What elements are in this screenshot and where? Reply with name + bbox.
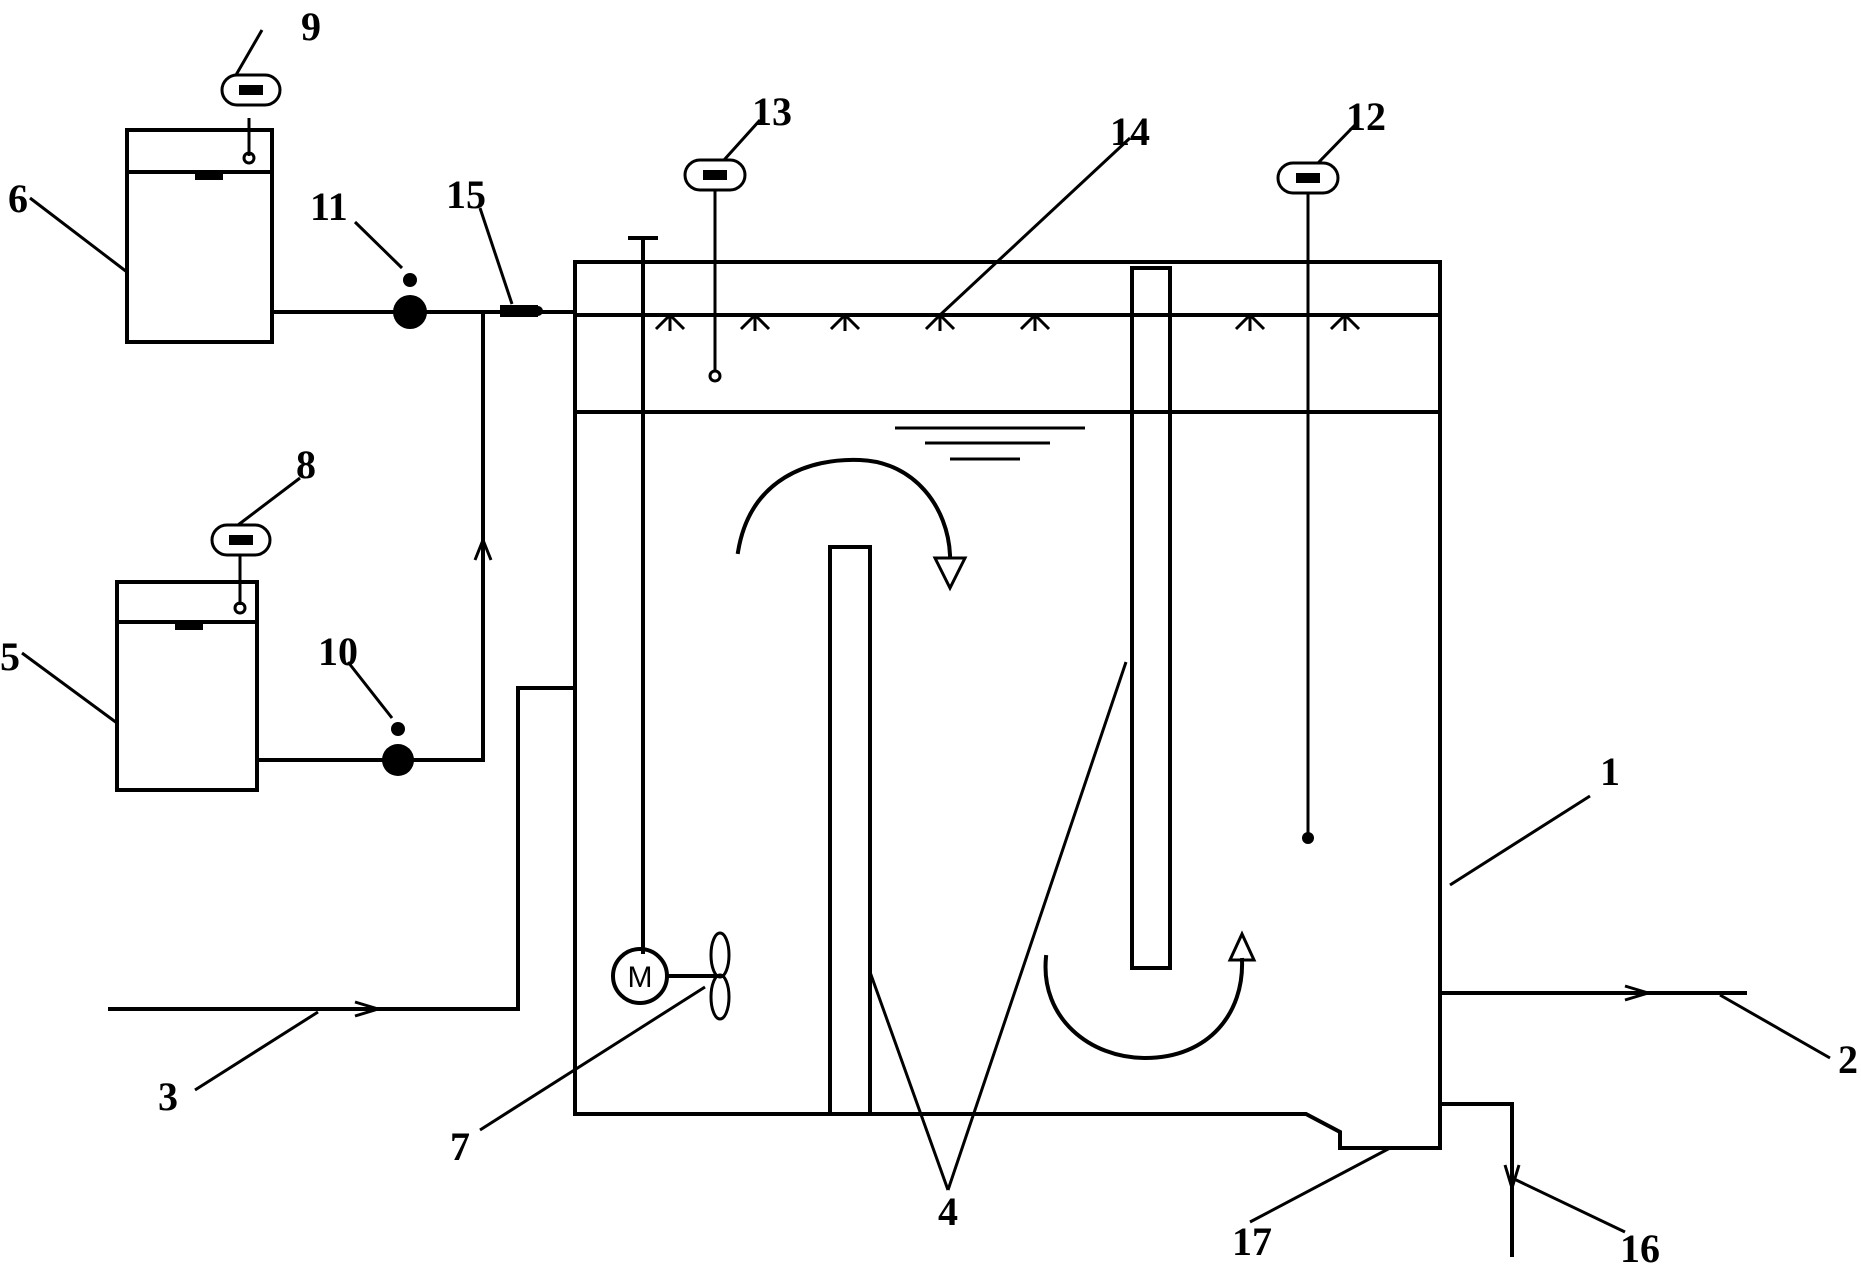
dosing-tank-6 <box>125 73 282 344</box>
label-4: 4 <box>938 1189 958 1234</box>
dosing-tank-5 <box>115 523 272 792</box>
propeller-icon <box>709 931 731 979</box>
upper-baffle <box>1130 266 1172 970</box>
label-2: 2 <box>1838 1037 1858 1082</box>
label-7: 7 <box>450 1124 470 1169</box>
label-8: 8 <box>296 442 316 487</box>
dosing-line-lower <box>255 310 485 762</box>
label-17: 17 <box>1232 1219 1272 1264</box>
label-5: 5 <box>0 634 20 679</box>
spray-nozzles <box>654 313 1361 331</box>
label-10: 10 <box>318 629 358 674</box>
label-1: 1 <box>1600 749 1620 794</box>
level-sensor-9 <box>220 73 282 107</box>
label-14: 14 <box>1110 109 1150 154</box>
lower-baffle <box>828 545 872 1116</box>
sludge-pipe <box>1438 1102 1514 1257</box>
water-level-mark <box>895 426 1085 461</box>
level-sensor-8 <box>210 523 272 557</box>
flow-arrow-bottom <box>1043 930 1257 1061</box>
label-16: 16 <box>1620 1226 1660 1266</box>
flow-arrow-top <box>735 457 968 592</box>
label-6: 6 <box>8 176 28 221</box>
sensor-13 <box>683 158 747 383</box>
label-13: 13 <box>752 89 792 134</box>
sensor-12 <box>1276 161 1340 844</box>
pump-11 <box>393 273 427 329</box>
label-3: 3 <box>158 1074 178 1119</box>
mixer-15 <box>500 305 543 317</box>
label-15: 15 <box>446 172 486 217</box>
label-9: 9 <box>301 4 321 49</box>
label-11: 11 <box>310 184 348 229</box>
motor-symbol: M <box>628 961 653 994</box>
inlet-pipe <box>108 686 577 1011</box>
pump-10 <box>382 722 414 776</box>
upflow-arrow <box>473 535 493 561</box>
mixer: M <box>611 236 731 1021</box>
label-12: 12 <box>1346 94 1386 139</box>
reactor-tank <box>573 260 1442 1150</box>
leader-lines <box>21 29 1831 1234</box>
